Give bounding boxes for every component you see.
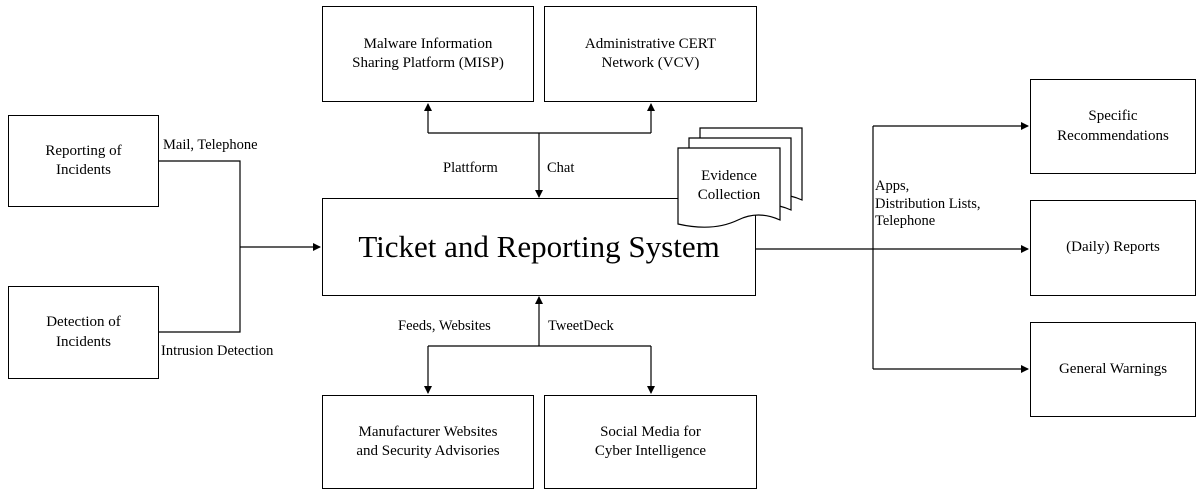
- evidence-line2: Collection: [697, 186, 761, 203]
- detection-line2: Incidents: [56, 333, 111, 350]
- specific-line1: Specific: [1088, 108, 1138, 124]
- tweetdeck-label: TweetDeck: [548, 318, 614, 334]
- social-line2: Cyber Intelligence: [594, 443, 707, 459]
- main-system-label: Ticket and Reporting System: [358, 228, 720, 264]
- specific-recommendations-box: Specific Recommendations: [1030, 79, 1196, 174]
- feeds-websites-label: Feeds, Websites: [398, 318, 491, 334]
- edge-reporting: [158, 160, 241, 333]
- output-channel-lists: Distribution Lists,: [875, 195, 981, 212]
- evidence-line1: Evidence: [701, 168, 757, 184]
- manufacturer-line2: and Security Advisories: [356, 443, 500, 459]
- manufacturer-websites-box: Manufacturer Websites and Security Advis…: [322, 395, 534, 489]
- reporting-of-incidents-box: Reporting of Incidents: [8, 115, 159, 207]
- reporting-line2: Incidents: [56, 162, 111, 178]
- cert-network-box: Administrative CERT Network (VCV): [544, 6, 757, 102]
- daily-reports-label: (Daily) Reports: [1066, 239, 1160, 256]
- evidence-collection-label: Evidence Collection: [678, 167, 780, 205]
- plattform-label: Plattform: [443, 160, 498, 176]
- daily-reports-box: (Daily) Reports: [1030, 200, 1196, 296]
- detection-of-incidents-box: Detection of Incidents: [8, 286, 159, 379]
- cert-line1: Administrative CERT: [584, 35, 717, 52]
- detection-line1: Detection of: [46, 314, 121, 330]
- cert-line2: Network (VCV): [601, 55, 700, 71]
- general-warnings-box: General Warnings: [1030, 322, 1196, 417]
- output-channels-label: Apps, Distribution Lists, Telephone: [875, 178, 981, 231]
- mail-telephone-label: Mail, Telephone: [163, 137, 258, 153]
- misp-line2: Sharing Platform (MISP): [352, 55, 504, 71]
- misp-box: Malware Information Sharing Platform (MI…: [322, 6, 534, 102]
- misp-line1: Malware Information: [363, 35, 493, 52]
- general-warnings-label: General Warnings: [1058, 360, 1168, 377]
- manufacturer-line1: Manufacturer Websites: [358, 423, 498, 440]
- social-media-box: Social Media for Cyber Intelligence: [544, 395, 757, 489]
- output-channel-apps: Apps,: [875, 178, 910, 194]
- intrusion-detection-label: Intrusion Detection: [161, 343, 274, 359]
- specific-line2: Recommendations: [1057, 127, 1169, 144]
- reporting-line1: Reporting of: [45, 142, 122, 159]
- ticket-reporting-system-box: Ticket and Reporting System: [322, 198, 756, 296]
- output-channel-telephone: Telephone: [875, 213, 936, 230]
- chat-label: Chat: [547, 160, 575, 176]
- social-line1: Social Media for: [600, 423, 701, 440]
